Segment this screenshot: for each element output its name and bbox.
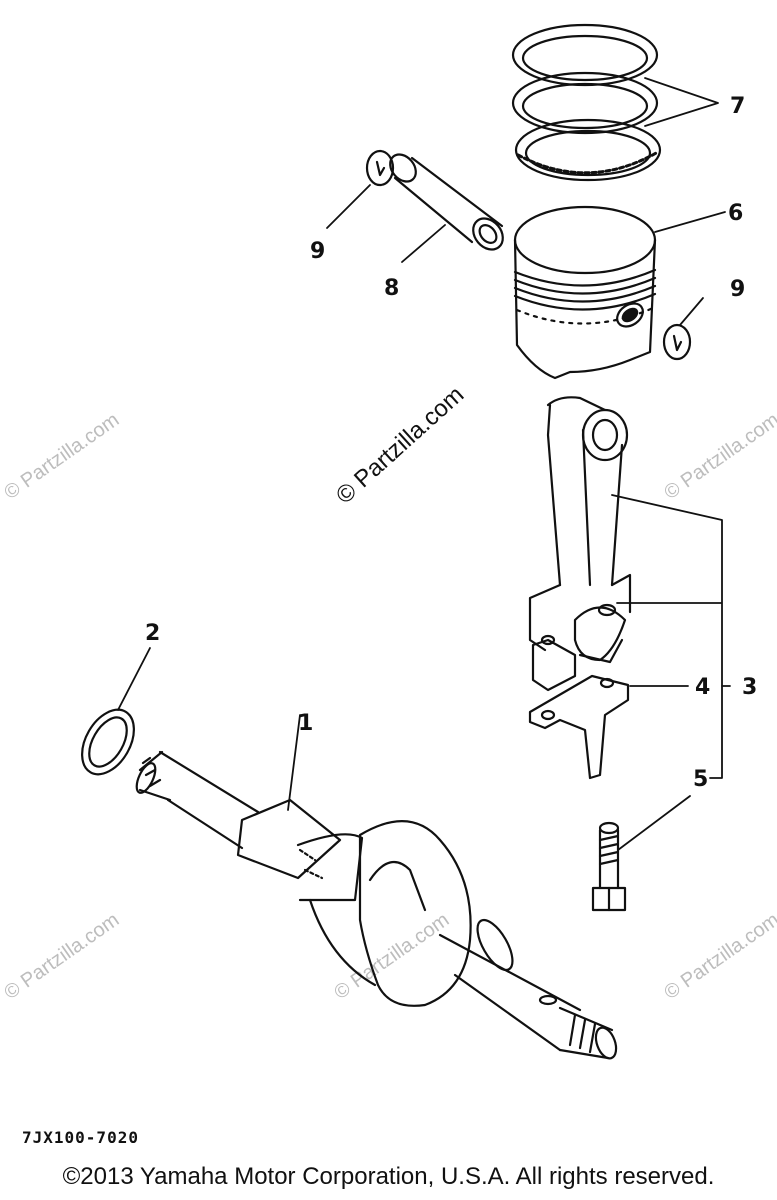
callout-5: 5 bbox=[693, 767, 708, 792]
oil-dipper bbox=[528, 674, 630, 780]
oil-seal bbox=[81, 708, 135, 776]
callout-7: 7 bbox=[730, 94, 745, 119]
watermark-left-top: © Partzilla.com bbox=[0, 409, 123, 504]
watermarks: © Partzilla.com © Partzilla.com © Partzi… bbox=[0, 409, 777, 1004]
copyright-notice: ©2013 Yamaha Motor Corporation, U.S.A. A… bbox=[62, 1163, 715, 1190]
callout-9-right: 9 bbox=[730, 277, 745, 302]
callout-9-left: 9 bbox=[310, 239, 325, 264]
watermark-right-top: © Partzilla.com bbox=[660, 409, 777, 504]
piston-pin-clip-right bbox=[662, 323, 692, 361]
crankshaft bbox=[135, 750, 618, 1060]
callout-labels: 1 2 3 4 5 6 7 8 9 9 bbox=[145, 94, 757, 792]
piston-pin-clip-left bbox=[365, 149, 395, 187]
connecting-rod-bolt bbox=[591, 821, 627, 912]
piston-pin bbox=[389, 153, 504, 251]
callout-3: 3 bbox=[742, 675, 757, 700]
piston bbox=[513, 205, 657, 380]
watermark-middle-bottom: © Partzilla.com bbox=[330, 909, 453, 1004]
watermark-left-bottom: © Partzilla.com bbox=[0, 909, 123, 1004]
callout-4: 4 bbox=[695, 675, 710, 700]
piston-rings bbox=[511, 23, 662, 182]
watermark-center: © Partzilla.com bbox=[331, 381, 469, 509]
callout-2: 2 bbox=[145, 621, 160, 646]
watermark-right-bottom: © Partzilla.com bbox=[660, 909, 777, 1004]
callout-6: 6 bbox=[728, 201, 743, 226]
leader-lines bbox=[117, 77, 731, 851]
diagram-code: 7JX100-7020 bbox=[22, 1128, 139, 1147]
callout-8: 8 bbox=[384, 276, 399, 301]
callout-1: 1 bbox=[298, 711, 313, 736]
connecting-rod bbox=[528, 396, 632, 692]
